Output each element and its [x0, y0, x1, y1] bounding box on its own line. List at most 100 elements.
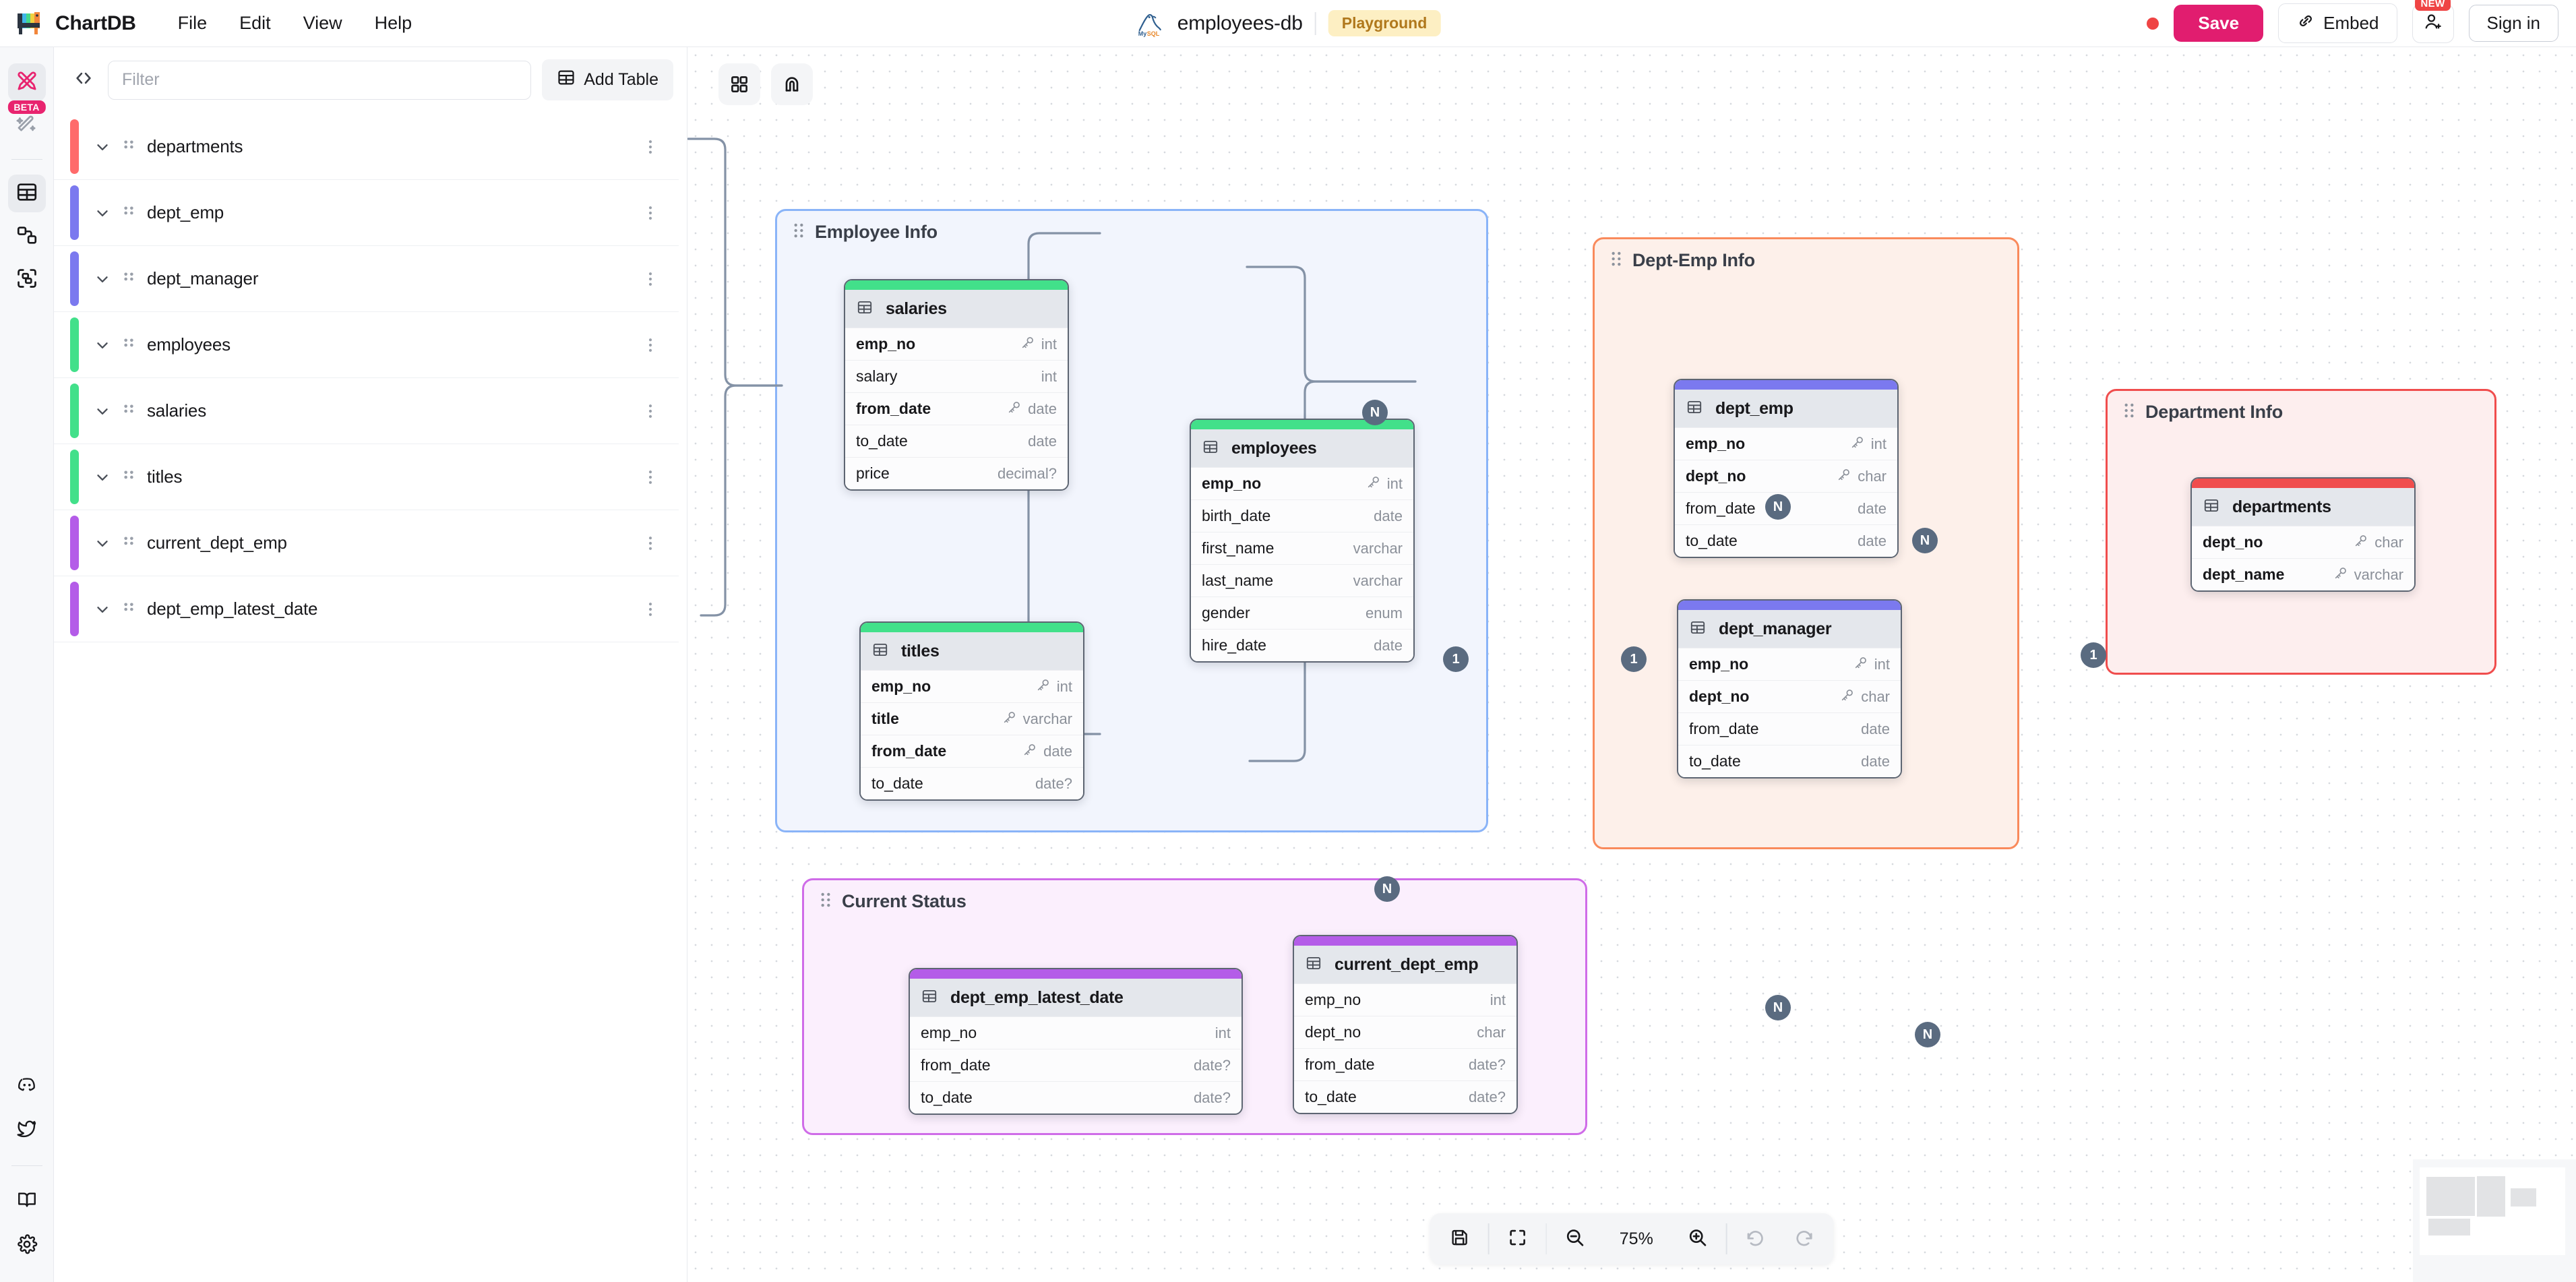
expand-chevron-icon[interactable]: [88, 270, 117, 288]
add-table-button[interactable]: Add Table: [542, 59, 673, 100]
expand-chevron-icon[interactable]: [88, 535, 117, 552]
table-list-item-employees[interactable]: employees: [54, 312, 679, 378]
rail-item-areas[interactable]: [8, 261, 46, 299]
table-list-item-current_dept_emp[interactable]: current_dept_emp: [54, 510, 679, 576]
table-list-item-departments[interactable]: departments: [54, 114, 679, 180]
redo-button[interactable]: [1779, 1218, 1828, 1260]
area-drag-handle-icon[interactable]: [819, 891, 832, 912]
table-list-item-salaries[interactable]: salaries: [54, 378, 679, 444]
expand-chevron-icon[interactable]: [88, 402, 117, 420]
zoom-out-button[interactable]: [1551, 1218, 1599, 1260]
rail-item-twitter[interactable]: [8, 1111, 46, 1149]
rail-item-relationships[interactable]: [8, 218, 46, 255]
rail-item-settings[interactable]: [8, 1227, 46, 1264]
page-title[interactable]: employees-db: [1177, 11, 1303, 34]
table-node-header[interactable]: dept_manager: [1678, 610, 1901, 648]
drag-handle-icon[interactable]: [117, 601, 140, 618]
collapse-panel-button[interactable]: [70, 67, 97, 94]
expand-chevron-icon[interactable]: [88, 138, 117, 156]
area-drag-handle-icon[interactable]: [792, 222, 805, 243]
drag-handle-icon[interactable]: [117, 535, 140, 552]
table-list-item-dept_emp[interactable]: dept_emp: [54, 180, 679, 246]
area-drag-handle-icon[interactable]: [2122, 402, 2136, 423]
zoom-level[interactable]: 75%: [1619, 1229, 1653, 1248]
drag-handle-icon[interactable]: [117, 204, 140, 222]
table-list-item-dept_emp_latest_date[interactable]: dept_emp_latest_date: [54, 576, 679, 642]
table-node-header[interactable]: departments: [2192, 488, 2414, 526]
expand-chevron-icon[interactable]: [88, 204, 117, 222]
grid-toggle-icon[interactable]: [718, 63, 760, 105]
expand-chevron-icon[interactable]: [88, 468, 117, 486]
rail-item-diagram-editor[interactable]: [7, 63, 46, 101]
fit-view-button[interactable]: [1493, 1218, 1541, 1260]
table-node-header[interactable]: dept_emp_latest_date: [910, 979, 1241, 1016]
drag-handle-icon[interactable]: [117, 138, 140, 156]
sign-in-button[interactable]: Sign in: [2468, 5, 2558, 42]
toolbar-save-button[interactable]: [1436, 1218, 1484, 1260]
filter-input[interactable]: [108, 60, 532, 100]
expand-chevron-icon[interactable]: [88, 336, 117, 354]
area-drag-handle-icon[interactable]: [1609, 250, 1623, 271]
rail-item-docs[interactable]: [8, 1182, 46, 1220]
table-list-item-titles[interactable]: titles: [54, 444, 679, 510]
table-options-kebab-icon[interactable]: [637, 266, 664, 293]
table-options-kebab-icon[interactable]: [637, 530, 664, 557]
zoom-in-button[interactable]: [1674, 1218, 1722, 1260]
table-list-item-dept_manager[interactable]: dept_manager: [54, 246, 679, 312]
drag-handle-icon[interactable]: [117, 270, 140, 288]
add-user-button[interactable]: NEW: [2412, 0, 2454, 43]
menu-view[interactable]: View: [303, 13, 342, 33]
table-node-header[interactable]: titles: [861, 632, 1083, 670]
table-options-kebab-icon[interactable]: [637, 398, 664, 425]
table-node-header[interactable]: employees: [1191, 429, 1413, 467]
table-node-header[interactable]: dept_emp: [1675, 390, 1897, 427]
magnet-snap-icon[interactable]: [771, 63, 813, 105]
minimap[interactable]: [2413, 1159, 2576, 1282]
drag-handle-icon[interactable]: [117, 336, 140, 354]
undo-button[interactable]: [1731, 1218, 1779, 1260]
table-options-kebab-icon[interactable]: [637, 464, 664, 491]
rail-item-ai-magic[interactable]: BETA: [7, 100, 46, 144]
drag-handle-icon[interactable]: [117, 402, 140, 420]
table-options-kebab-icon[interactable]: [637, 596, 664, 623]
menu-file[interactable]: File: [177, 13, 208, 33]
drag-handle-icon[interactable]: [117, 468, 140, 486]
table-options-kebab-icon[interactable]: [637, 332, 664, 359]
table-node-header[interactable]: salaries: [845, 290, 1068, 328]
rail-item-discord[interactable]: [8, 1067, 46, 1105]
table-options-kebab-icon[interactable]: [637, 200, 664, 226]
table-options-kebab-icon[interactable]: [637, 133, 664, 160]
